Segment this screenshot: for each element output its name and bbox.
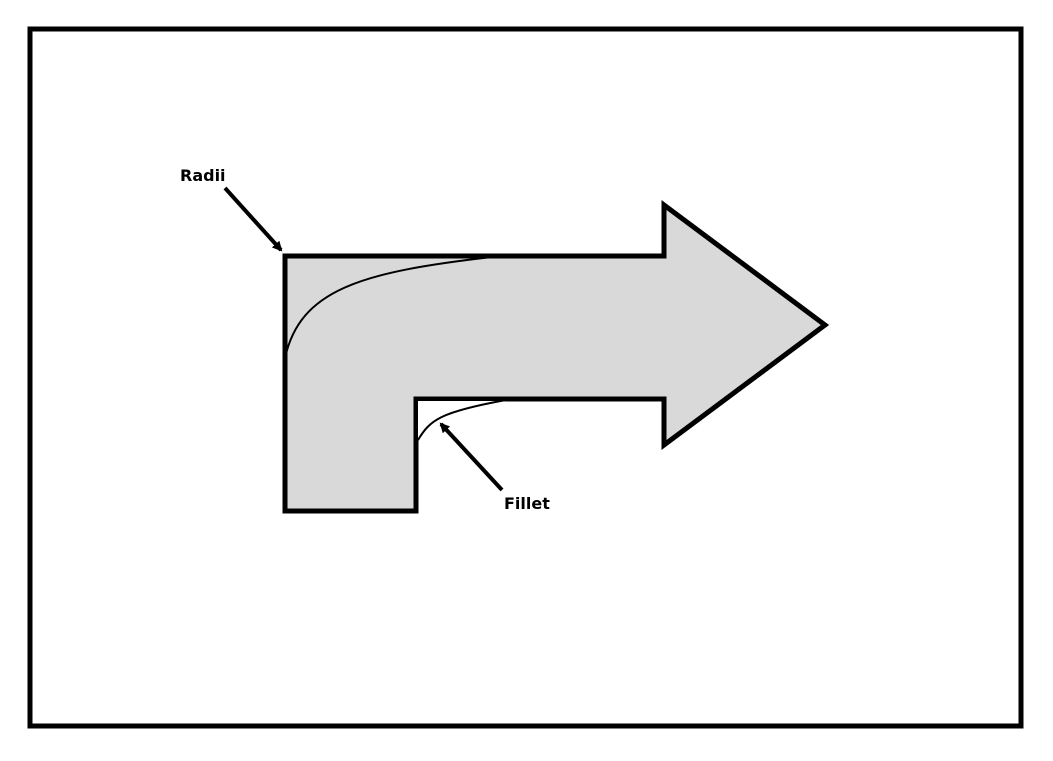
fillet-pointer-arrow (439, 422, 504, 492)
radii-curve (284, 256, 493, 359)
radii-label: Radii (180, 166, 226, 185)
fillet-label: Fillet (504, 494, 550, 513)
fillet-curve (417, 399, 507, 441)
radii-pointer-arrow (223, 186, 283, 252)
fillet-gap (418, 401, 506, 440)
bent-arrow-shape (282, 200, 830, 514)
